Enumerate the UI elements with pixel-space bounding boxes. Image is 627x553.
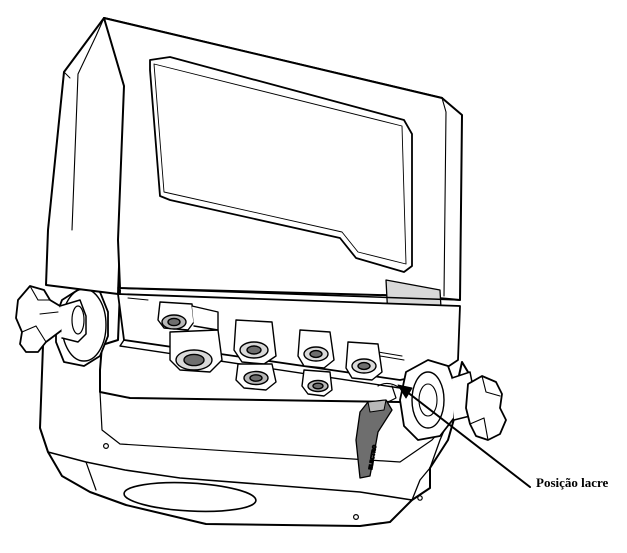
cable-gland-1: [157, 301, 219, 331]
cable-gland-7: [345, 341, 383, 381]
seal-position-callout: [397, 384, 531, 488]
seal-tag-text: ELECTRO: [368, 444, 378, 470]
cable-glands: [157, 301, 383, 397]
seal-tag: ELECTRO: [355, 382, 401, 479]
cable-gland-6: [301, 369, 333, 397]
left-knob: [15, 285, 109, 367]
cable-gland-3: [233, 319, 277, 365]
cable-gland-2: [169, 329, 223, 373]
cable-gland-5: [297, 329, 335, 369]
cable-gland-4: [235, 363, 277, 391]
seal-position-label: Posição lacre: [536, 475, 609, 490]
enclosure: [45, 17, 463, 327]
